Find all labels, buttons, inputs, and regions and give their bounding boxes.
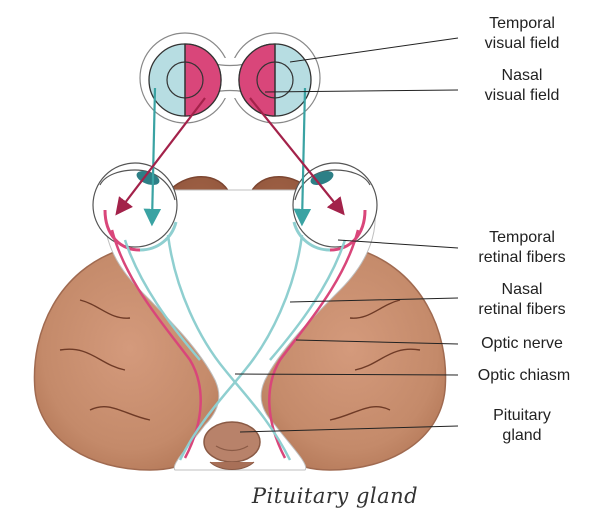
- left-visual-field: [149, 44, 221, 116]
- nasal-retinal-fibers-line1: Nasal: [502, 281, 543, 298]
- pituitary-gland-line1: Pituitary: [493, 407, 551, 424]
- temporal-retinal-fibers-line1: Temporal: [489, 229, 555, 246]
- left-eye: [93, 163, 177, 247]
- label-nasal-retinal-fibers: Nasal retinal fibers: [462, 280, 582, 320]
- label-temporal-visual-field: Temporal visual field: [462, 14, 582, 54]
- nasal-visual-field-line2: visual field: [485, 87, 560, 104]
- nasal-visual-field-line1: Nasal: [502, 67, 543, 84]
- handwritten-caption: Pituitary gland: [230, 484, 440, 508]
- nasal-retinal-fibers-line2: retinal fibers: [478, 301, 565, 318]
- temporal-retinal-fibers-line2: retinal fibers: [478, 249, 565, 266]
- label-pituitary-gland: Pituitary gland: [462, 406, 582, 446]
- label-nasal-visual-field: Nasal visual field: [462, 66, 582, 106]
- temporal-visual-field-line1: Temporal: [489, 15, 555, 32]
- right-visual-field: [239, 44, 311, 116]
- pituitary-gland: [204, 422, 260, 470]
- pituitary-gland-line2: gland: [502, 427, 541, 444]
- label-optic-nerve: Optic nerve: [462, 334, 582, 354]
- label-temporal-retinal-fibers: Temporal retinal fibers: [462, 228, 582, 268]
- label-optic-chiasm: Optic chiasm: [462, 366, 586, 386]
- temporal-visual-field-line2: visual field: [485, 35, 560, 52]
